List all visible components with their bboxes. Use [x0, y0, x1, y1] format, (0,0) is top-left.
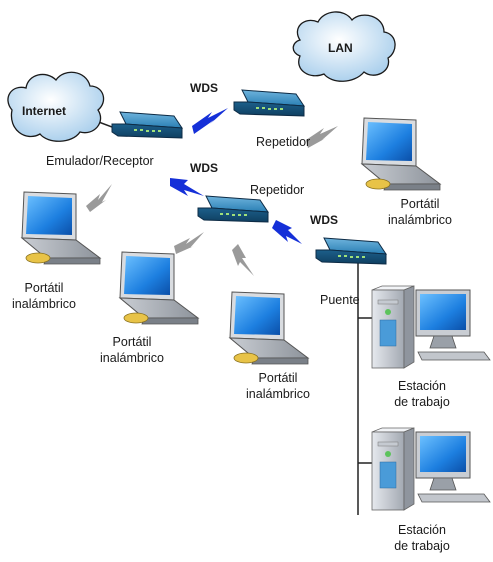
laptop-1: [360, 117, 442, 191]
laptop-4-label-line2: inalámbrico: [246, 387, 310, 401]
wds-label-2: WDS: [190, 161, 218, 175]
repeater-2-label: Repetidor: [250, 183, 305, 197]
workstation-2: [371, 427, 491, 511]
workstation-1-label-line1: Estación: [398, 379, 446, 393]
laptop-1-label-line1: Portátil: [400, 197, 440, 211]
bridge-label: Puente: [320, 293, 360, 307]
lan-cloud-label: LAN: [328, 41, 353, 55]
repeater-1-label: Repetidor: [256, 135, 311, 149]
laptop-2-label-line2: inalámbrico: [12, 297, 76, 311]
router-bridge: [315, 237, 387, 265]
laptop-2: [20, 191, 102, 265]
laptop-4: [228, 291, 310, 365]
laptop-2-label-line1: Portátil: [24, 281, 64, 295]
laptop-3-label-line1: Portátil: [112, 335, 152, 349]
laptop-2-label: Portátil inalámbrico: [4, 280, 84, 312]
wireless-link-bolts: [86, 126, 338, 276]
router-repeater-2: [197, 195, 269, 223]
workstation-2-label: Estación de trabajo: [382, 522, 462, 554]
workstation-2-label-line2: de trabajo: [394, 539, 450, 553]
emulator-receiver-label: Emulador/Receptor: [46, 154, 154, 168]
laptop-4-label-line1: Portátil: [258, 371, 298, 385]
router-emulator-receiver: [111, 111, 183, 139]
laptop-1-label: Portátil inalámbrico: [380, 196, 460, 228]
wds-label-1: WDS: [190, 81, 218, 95]
internet-cloud-label: Internet: [22, 104, 67, 118]
wds-bolt-1: [192, 108, 228, 134]
wireless-bolt-2: [86, 184, 112, 212]
laptop-3-label: Portátil inalámbrico: [92, 334, 172, 366]
workstation-1-label-line2: de trabajo: [394, 395, 450, 409]
workstation-1: [371, 285, 491, 369]
wds-label-3: WDS: [310, 213, 338, 227]
wds-link-bolts: [170, 108, 302, 244]
wds-bolt-2: [170, 178, 204, 196]
workstation-2-label-line1: Estación: [398, 523, 446, 537]
laptop-4-label: Portátil inalámbrico: [238, 370, 318, 402]
wireless-bolt-4: [232, 244, 254, 276]
workstation-1-label: Estación de trabajo: [382, 378, 462, 410]
lan-cloud: [292, 11, 396, 82]
wireless-bolt-1: [306, 126, 338, 148]
internet-cloud: [7, 71, 105, 142]
laptop-3-label-line2: inalámbrico: [100, 351, 164, 365]
router-repeater-1: [233, 89, 305, 117]
wireless-bolt-3: [174, 232, 204, 254]
laptop-3: [118, 251, 200, 325]
wds-bolt-3: [272, 220, 302, 244]
laptop-1-label-line2: inalámbrico: [388, 213, 452, 227]
